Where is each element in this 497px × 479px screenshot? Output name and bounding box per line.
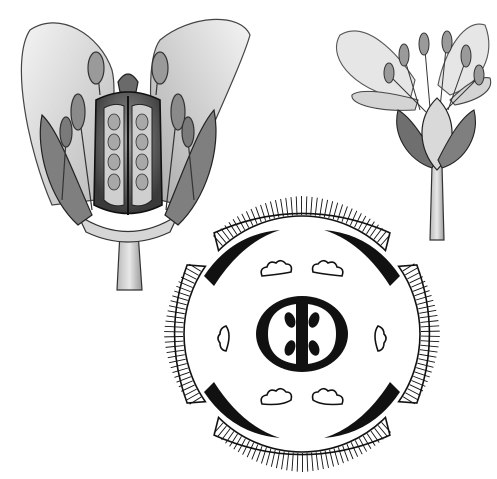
diagram-stamen-upper-left — [261, 261, 291, 276]
diagram-stamen-upper-right — [313, 261, 343, 276]
diagram-sepal-left — [164, 264, 205, 404]
diagram-stamen-right — [375, 326, 386, 351]
side-stem — [430, 165, 444, 240]
diagram-ovary — [256, 296, 348, 372]
diagram-sepal-right — [399, 264, 440, 404]
diagram-stamen-left — [218, 326, 229, 351]
floral-diagram — [164, 196, 440, 472]
flower-side-view — [336, 24, 490, 240]
section-stigma — [118, 74, 138, 92]
diagram-stamen-lower-left — [261, 389, 291, 405]
flower-longitudinal-section — [21, 19, 250, 290]
section-ovary — [94, 92, 162, 215]
diagram-stamen-lower-right — [313, 389, 343, 405]
section-receptacle — [78, 215, 178, 242]
